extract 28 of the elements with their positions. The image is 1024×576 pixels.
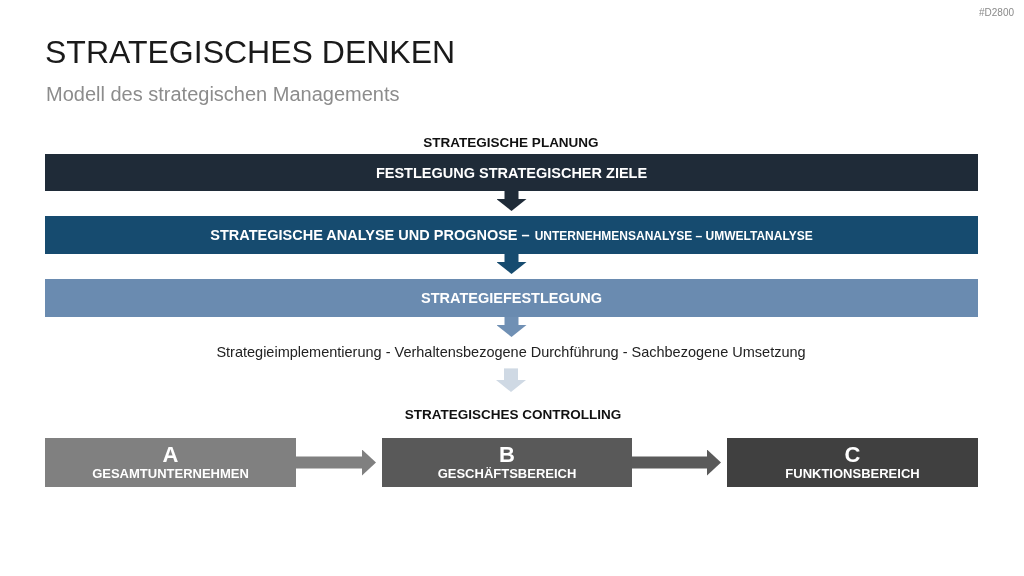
box-title: FUNKTIONSBEREICH (785, 465, 920, 482)
block-arrow (496, 317, 527, 337)
process-bar (45, 154, 978, 191)
process-bar (45, 216, 978, 254)
process-box (45, 438, 296, 487)
bar-title: STRATEGISCHE ANALYSE UND PROGNOSE – (210, 227, 530, 243)
reference-code: #D2800 (978, 7, 1014, 19)
block-arrow (496, 254, 527, 274)
section-heading: STRATEGISCHE PLANUNG (423, 135, 599, 152)
block-arrow (632, 449, 721, 476)
box-letter: B (499, 443, 515, 466)
box-letter: C (844, 443, 861, 466)
block-arrow (496, 191, 527, 211)
block-arrow (296, 449, 376, 476)
process-box (727, 438, 978, 487)
bar-title: STRATEGIEFESTLEGUNG (421, 290, 602, 306)
bar-title: FESTLEGUNG STRATEGISCHER ZIELE (375, 165, 648, 181)
section-heading: STRATEGISCHES CONTROLLING (404, 407, 622, 422)
process-bar (45, 279, 978, 317)
box-title: GESCHÄFTSBEREICH (437, 465, 577, 482)
box-letter: A (162, 443, 179, 466)
block-arrow (496, 368, 526, 392)
flow-text: Strategieimplementierung - Verhaltensbezogene Durchführung - Sachbezogene Umsetzung (216, 344, 806, 360)
bar-subtitle: UNTERNEHMENSANALYSE – UMWELTANALYSE (534, 229, 813, 243)
process-box (382, 438, 632, 487)
box-title: GESAMTUNTERNEHMEN (92, 465, 249, 482)
slide-title: STRATEGISCHES DENKEN (45, 33, 456, 72)
slide-subtitle: Modell des strategischen Managements (46, 82, 400, 106)
